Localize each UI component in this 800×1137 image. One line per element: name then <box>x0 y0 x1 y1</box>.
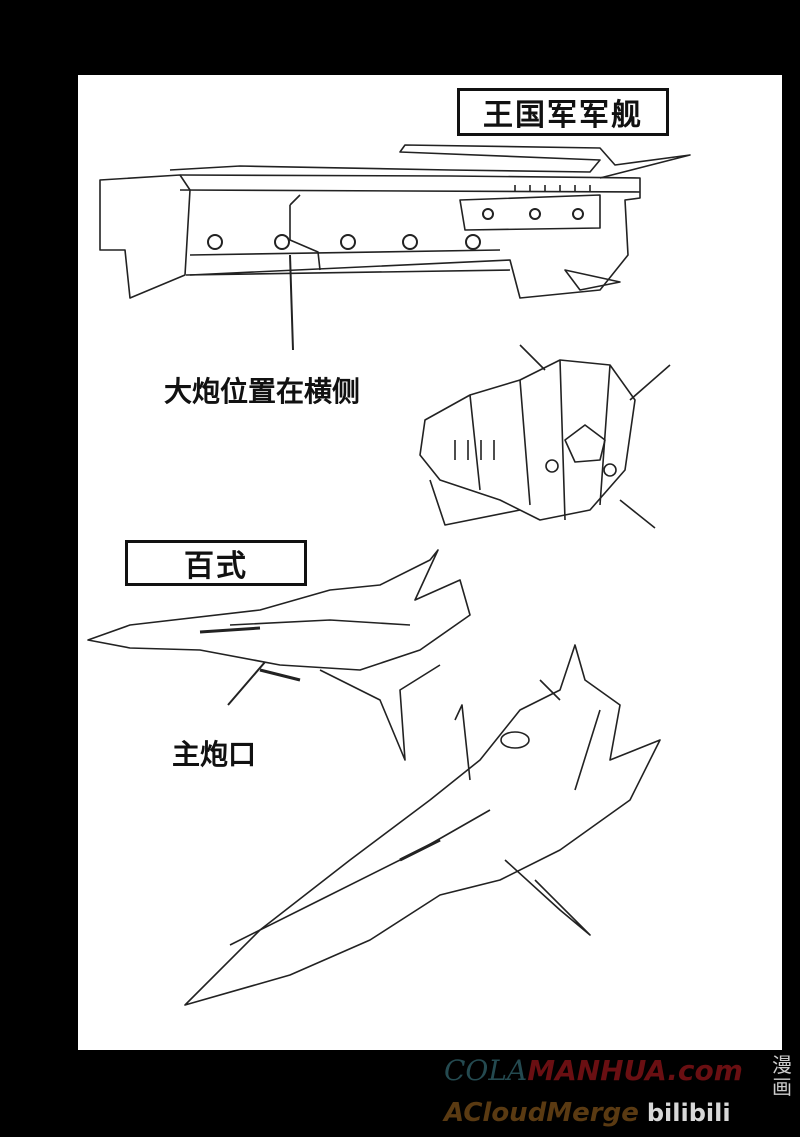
watermark-site-part2: MANHUA.com <box>527 1054 743 1087</box>
cannon-position-note: 大炮位置在横侧 <box>164 375 361 408</box>
watermark-row: ACloudMerge bilibili <box>444 1094 731 1132</box>
warship-title-box: 王国军军舰 <box>457 88 669 136</box>
watermark-site: COLAMANHUA.com <box>444 1052 743 1090</box>
watermark-site-part1: COLA <box>444 1054 528 1087</box>
hyakushiki-title-box: 百式 <box>125 540 307 586</box>
main-cannon-note: 主炮口 <box>172 738 257 771</box>
hyakushiki-perspective-view <box>184 644 661 1006</box>
bilibili-logo: bilibili <box>646 1099 731 1127</box>
warship-front-view <box>419 344 671 529</box>
bilibili-manhua-text: 漫画 <box>772 1053 792 1099</box>
watermark: COLAMANHUA.com ACloudMerge bilibili 漫画 <box>440 1052 800 1137</box>
hyakushiki-side-view <box>87 549 471 761</box>
warship-side-view <box>99 144 691 351</box>
watermark-group: ACloudMerge <box>444 1098 639 1128</box>
